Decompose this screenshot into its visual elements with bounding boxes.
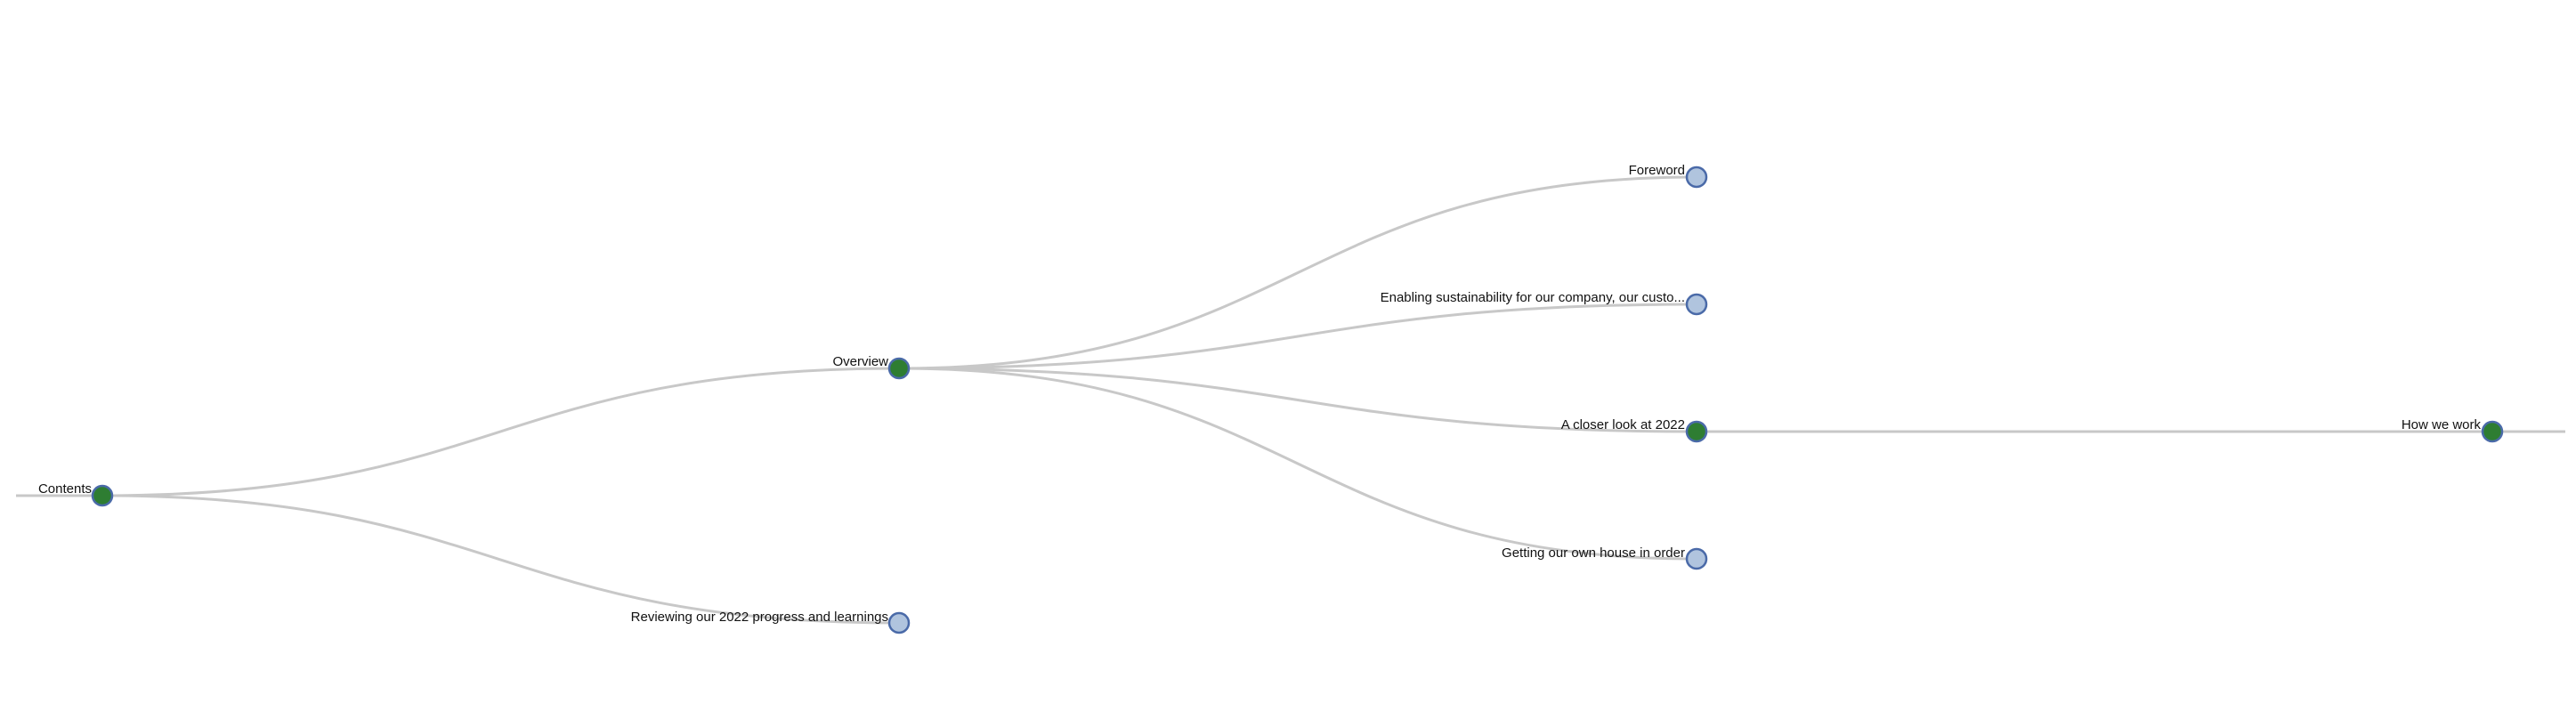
tree-node-contents[interactable]: Contents [38, 481, 114, 507]
link-overview-enabling [898, 303, 1697, 370]
tree-node-how-we-work[interactable]: How we work [2402, 417, 2504, 443]
node-label: Reviewing our 2022 progress and learning… [631, 610, 888, 625]
node-collapsed-icon[interactable] [1685, 293, 1708, 316]
link-contents-reviewing [101, 494, 900, 625]
link-overview-own-house [898, 367, 1697, 561]
tree-node-overview[interactable]: Overview [832, 354, 911, 380]
tree-node-enabling[interactable]: Enabling sustainability for our company,… [1381, 290, 1708, 316]
node-expanded-icon[interactable] [1685, 420, 1708, 443]
node-label: A closer look at 2022 [1561, 417, 1685, 432]
node-label: Getting our own house in order [1502, 545, 1685, 561]
node-collapsed-icon[interactable] [1685, 166, 1708, 189]
nodes-layer: Contents Overview Reviewing our 2022 pro… [38, 163, 2504, 634]
node-collapsed-icon[interactable] [887, 611, 911, 634]
tree-node-foreword[interactable]: Foreword [1629, 163, 1708, 189]
node-label: Foreword [1629, 163, 1685, 178]
node-expanded-icon[interactable] [2481, 420, 2504, 443]
node-label: Overview [832, 354, 888, 369]
node-collapsed-icon[interactable] [1685, 547, 1708, 570]
tree-node-own-house[interactable]: Getting our own house in order [1502, 545, 1708, 570]
tree-node-closer-look[interactable]: A closer look at 2022 [1561, 417, 1708, 443]
tree-node-reviewing[interactable]: Reviewing our 2022 progress and learning… [631, 610, 911, 634]
link-overview-closer-look [898, 367, 1697, 433]
node-expanded-icon[interactable] [887, 357, 911, 380]
node-label: Enabling sustainability for our company,… [1381, 290, 1685, 305]
node-label: Contents [38, 481, 92, 497]
node-label: How we work [2402, 417, 2482, 432]
link-overview-foreword [898, 175, 1697, 370]
node-expanded-icon[interactable] [91, 484, 114, 507]
link-contents-overview [101, 367, 900, 497]
links-layer [16, 175, 2565, 625]
